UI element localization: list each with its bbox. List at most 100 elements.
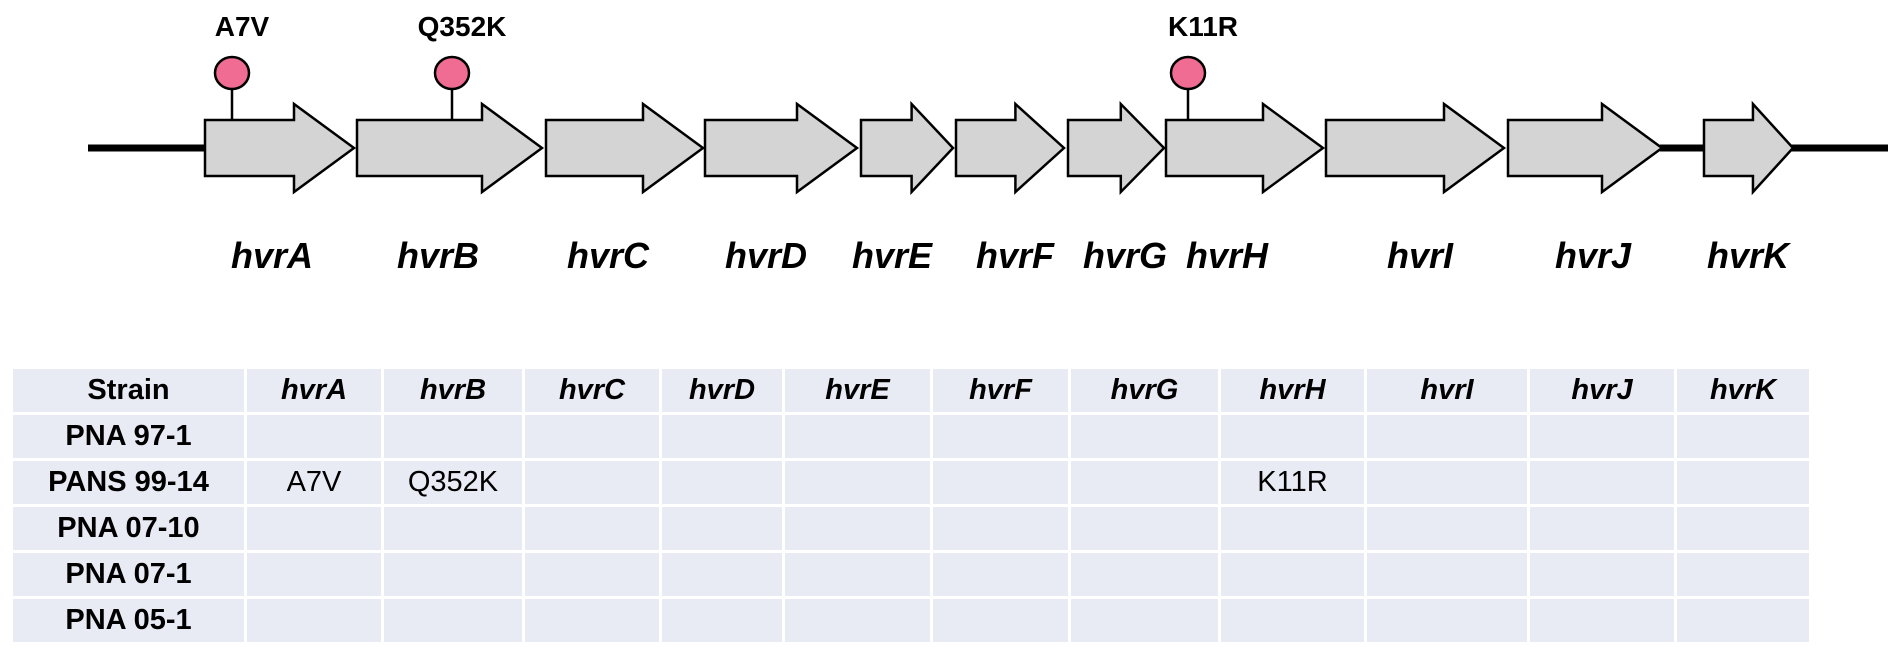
mutation-cell-hvrC	[525, 461, 659, 504]
gene-label-hvrF: hvrF	[976, 235, 1055, 276]
mutation-cell-hvrI	[1367, 553, 1527, 596]
mutation-cell-hvrJ	[1530, 553, 1674, 596]
mutation-cell-hvrC	[525, 507, 659, 550]
mutation-marker-hvrH	[1169, 55, 1207, 91]
table-row: PNA 07-10	[13, 507, 1809, 550]
mutation-cell-hvrJ	[1530, 507, 1674, 550]
mutation-cell-hvrA	[247, 553, 381, 596]
gene-label-hvrC: hvrC	[567, 235, 650, 276]
gene-label-hvrD: hvrD	[725, 235, 807, 276]
mutation-cell-hvrK	[1677, 599, 1809, 642]
mutation-cell-hvrD	[662, 507, 782, 550]
mutation-cell-hvrE	[785, 415, 930, 458]
mutation-cell-hvrG	[1071, 415, 1218, 458]
mutation-cell-hvrI	[1367, 461, 1527, 504]
gene-arrow-hvrJ	[1506, 101, 1665, 195]
mutation-cell-hvrI	[1367, 507, 1527, 550]
mutation-cell-hvrJ	[1530, 599, 1674, 642]
gene-label-hvrK: hvrK	[1707, 235, 1792, 276]
mutation-cell-hvrB: Q352K	[384, 461, 522, 504]
mutation-marker-hvrB	[433, 55, 471, 91]
column-header-strain: Strain	[13, 369, 244, 412]
gene-label-hvrH: hvrH	[1186, 235, 1269, 276]
mutation-cell-hvrK	[1677, 461, 1809, 504]
mutation-cell-hvrK	[1677, 507, 1809, 550]
mutation-cell-hvrG	[1071, 599, 1218, 642]
mutation-cell-hvrE	[785, 553, 930, 596]
mutation-cell-hvrD	[662, 461, 782, 504]
mutation-cell-hvrD	[662, 599, 782, 642]
gene-arrow-hvrG	[1066, 100, 1166, 196]
strain-cell: PNA 97-1	[13, 415, 244, 458]
column-header-hvrC: hvrC	[525, 369, 659, 412]
mutation-cell-hvrB	[384, 553, 522, 596]
gene-label-hvrB: hvrB	[397, 235, 479, 276]
mutation-label-hvrA: A7V	[215, 11, 270, 42]
column-header-hvrD: hvrD	[662, 369, 782, 412]
column-header-hvrF: hvrF	[933, 369, 1068, 412]
mutation-cell-hvrC	[525, 553, 659, 596]
mutation-cell-hvrK	[1677, 415, 1809, 458]
gene-label-hvrE: hvrE	[852, 235, 933, 276]
mutation-cell-hvrH	[1221, 415, 1364, 458]
mutation-cell-hvrG	[1071, 507, 1218, 550]
mutation-cell-hvrI	[1367, 599, 1527, 642]
mutation-cell-hvrB	[384, 507, 522, 550]
gene-label-hvrI: hvrI	[1387, 235, 1454, 276]
gene-arrow-hvrI	[1324, 101, 1507, 195]
mutation-cell-hvrJ	[1530, 461, 1674, 504]
mutation-cell-hvrH	[1221, 553, 1364, 596]
mutation-marker-hvrA	[213, 55, 251, 91]
gene-arrow-hvrC	[544, 101, 706, 195]
column-header-hvrJ: hvrJ	[1530, 369, 1674, 412]
gene-label-hvrA: hvrA	[231, 235, 313, 276]
table-header-row: Strain hvrA hvrB hvrC hvrD hvrE hvrF hvr…	[13, 369, 1809, 412]
mutation-cell-hvrA	[247, 599, 381, 642]
mutation-cell-hvrA	[247, 415, 381, 458]
gene-arrow-hvrF	[954, 101, 1066, 195]
column-header-hvrH: hvrH	[1221, 369, 1364, 412]
column-header-hvrI: hvrI	[1367, 369, 1527, 412]
mutation-table-container: Strain hvrA hvrB hvrC hvrD hvrE hvrF hvr…	[10, 366, 1812, 645]
column-header-hvrA: hvrA	[247, 369, 381, 412]
gene-arrow-hvrA	[203, 101, 357, 195]
mutation-cell-hvrD	[662, 553, 782, 596]
table-row: PNA 05-1	[13, 599, 1809, 642]
mutation-cell-hvrG	[1071, 461, 1218, 504]
strain-cell: PNA 05-1	[13, 599, 244, 642]
mutation-cell-hvrE	[785, 599, 930, 642]
mutation-cell-hvrF	[933, 599, 1068, 642]
gene-arrow-hvrB	[355, 101, 545, 195]
mutation-cell-hvrG	[1071, 553, 1218, 596]
mutation-cell-hvrF	[933, 415, 1068, 458]
gene-label-hvrG: hvrG	[1083, 235, 1167, 276]
gene-label-hvrJ: hvrJ	[1555, 235, 1632, 276]
mutation-cell-hvrE	[785, 507, 930, 550]
column-header-hvrB: hvrB	[384, 369, 522, 412]
column-header-hvrK: hvrK	[1677, 369, 1809, 412]
mutation-cell-hvrA	[247, 507, 381, 550]
strain-cell: PNA 07-1	[13, 553, 244, 596]
mutation-cell-hvrC	[525, 599, 659, 642]
gene-arrow-hvrE	[859, 100, 955, 196]
mutation-cell-hvrC	[525, 415, 659, 458]
mutation-cell-hvrH	[1221, 507, 1364, 550]
mutation-cell-hvrI	[1367, 415, 1527, 458]
column-header-hvrG: hvrG	[1071, 369, 1218, 412]
strain-cell: PANS 99-14	[13, 461, 244, 504]
mutation-table: Strain hvrA hvrB hvrC hvrD hvrE hvrF hvr…	[10, 366, 1812, 645]
table-row: PNA 97-1	[13, 415, 1809, 458]
column-header-hvrE: hvrE	[785, 369, 930, 412]
mutation-cell-hvrF	[933, 507, 1068, 550]
mutation-cell-hvrF	[933, 461, 1068, 504]
mutation-cell-hvrE	[785, 461, 930, 504]
mutation-cell-hvrD	[662, 415, 782, 458]
mutation-cell-hvrB	[384, 415, 522, 458]
mutation-cell-hvrH: K11R	[1221, 461, 1364, 504]
gene-arrow-hvrK	[1702, 100, 1795, 196]
mutation-label-hvrH: K11R	[1168, 11, 1238, 42]
mutation-cell-hvrJ	[1530, 415, 1674, 458]
table-row: PNA 07-1	[13, 553, 1809, 596]
